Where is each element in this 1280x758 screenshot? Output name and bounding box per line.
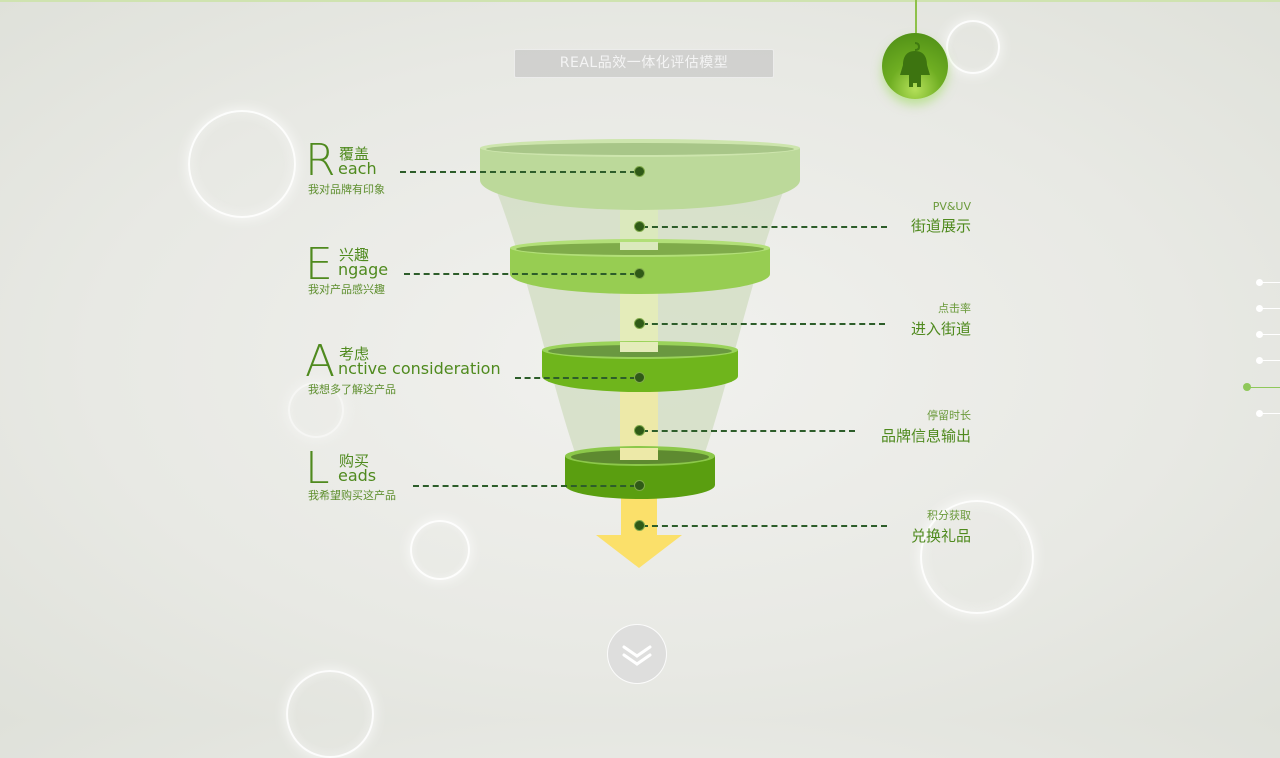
nav-line: [1262, 413, 1280, 414]
metric-ctr: 点击率 进入街道: [811, 300, 971, 339]
nav-dot-6[interactable]: [1256, 410, 1263, 417]
nav-line: [1262, 334, 1280, 335]
nav-dot-5-active[interactable]: [1243, 383, 1251, 391]
nav-line: [1262, 360, 1280, 361]
stage-letter: R: [305, 135, 336, 186]
connector-line: [404, 273, 636, 275]
stage-en: ngage: [338, 260, 389, 279]
stage-cn: 兴趣: [339, 246, 370, 264]
metric-dwell-time: 停留时长 品牌信息输出: [811, 407, 971, 446]
stage-letter: E: [305, 239, 333, 290]
stage-desc: 我对品牌有印象: [308, 183, 385, 196]
nav-line: [1250, 387, 1280, 388]
connector-line: [642, 226, 887, 228]
nav-dot-4[interactable]: [1256, 357, 1263, 364]
metric-action: 街道展示: [910, 217, 971, 235]
bubble-decoration: [410, 520, 470, 580]
chevron-double-down-icon: [622, 645, 652, 666]
nav-dot-1[interactable]: [1256, 279, 1263, 286]
connector-line: [642, 525, 887, 527]
bell-mascot-icon[interactable]: [882, 33, 948, 99]
stage-desc: 我想多了解这产品: [308, 383, 396, 396]
nav-line: [1262, 308, 1280, 309]
page-title: REAL品效一体化评估模型: [514, 49, 774, 78]
connector-line: [642, 430, 855, 432]
stage-en: eads: [338, 466, 377, 485]
stage-en: nctive consideration: [338, 359, 501, 378]
stage-en: each: [338, 159, 377, 178]
stage-cn: 考虑: [339, 345, 370, 363]
metric-label: 积分获取: [927, 509, 971, 522]
stage-desc: 我对产品感兴趣: [308, 283, 385, 296]
metric-label: PV&UV: [932, 200, 971, 213]
metric-action: 进入街道: [910, 320, 971, 338]
node-dot: [634, 318, 645, 329]
metric-label: 点击率: [938, 302, 971, 315]
metric-action: 兑换礼品: [910, 527, 971, 545]
bubble-decoration: [286, 670, 374, 758]
bubble-decoration: [188, 110, 296, 218]
node-dot: [634, 480, 645, 491]
metric-label: 停留时长: [927, 409, 971, 422]
metric-points: 积分获取 兑换礼品: [811, 507, 971, 546]
connector-line: [400, 171, 636, 173]
connector-line: [515, 377, 636, 379]
node-dot: [634, 520, 645, 531]
node-dot: [634, 268, 645, 279]
stage-letter: A: [305, 336, 336, 387]
node-dot: [634, 425, 645, 436]
connector-line: [642, 323, 885, 325]
stage-cn: 购买: [339, 452, 370, 470]
stage-cn: 覆盖: [339, 145, 370, 163]
bubble-decoration: [288, 382, 344, 438]
node-dot: [634, 221, 645, 232]
funnel-diagram: [480, 139, 800, 568]
nav-dot-3[interactable]: [1256, 331, 1263, 338]
scroll-down-button[interactable]: [607, 624, 667, 684]
connector-line: [413, 485, 636, 487]
node-dot: [634, 372, 645, 383]
nav-line: [1262, 282, 1280, 283]
bubble-decoration: [946, 20, 1000, 74]
bubble-decoration: [920, 500, 1034, 614]
stage-desc: 我希望购买这产品: [308, 489, 396, 502]
top-border: [0, 0, 1280, 2]
metric-action: 品牌信息输出: [880, 427, 971, 445]
metric-pv-uv: PV&UV 街道展示: [811, 200, 971, 236]
stage-letter: L: [305, 443, 330, 494]
nav-dot-2[interactable]: [1256, 305, 1263, 312]
node-dot: [634, 166, 645, 177]
mascot-string: [915, 0, 917, 34]
